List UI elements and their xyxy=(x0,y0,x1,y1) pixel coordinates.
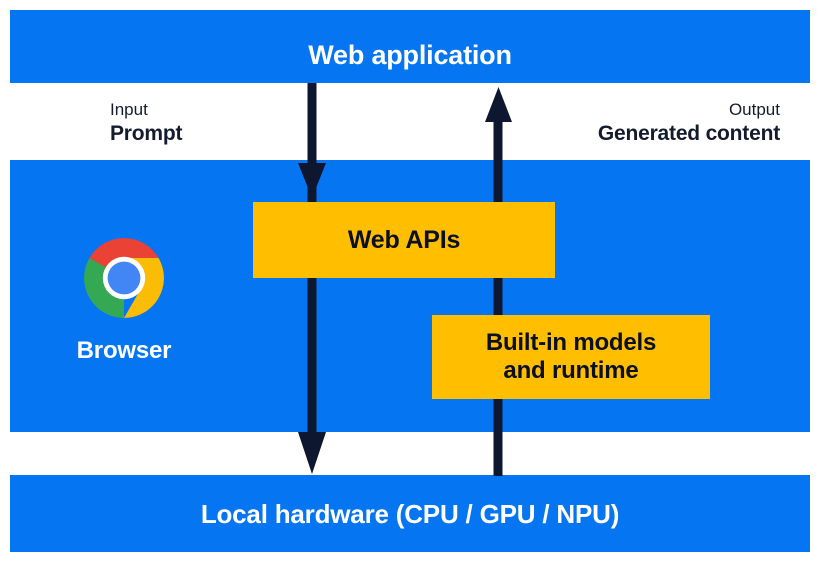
flow-input-kind: Input xyxy=(110,100,148,119)
flow-label-output: Output Generated content xyxy=(598,100,780,146)
box-builtin-models-line1: Built-in models xyxy=(485,329,657,357)
browser-group: Browser xyxy=(54,238,194,363)
band-browser-label: Browser xyxy=(76,337,172,364)
flow-output-value: Generated content xyxy=(597,121,780,145)
box-web-apis: Web APIs xyxy=(253,202,555,278)
flow-input-value: Prompt xyxy=(110,121,183,145)
band-local-hardware: Local hardware (CPU / GPU / NPU) xyxy=(10,475,810,552)
band-local-hardware-label: Local hardware (CPU / GPU / NPU) xyxy=(200,499,620,529)
flow-label-input: Input Prompt xyxy=(110,100,183,146)
flow-output-kind: Output xyxy=(728,100,780,119)
box-web-apis-label: Web APIs xyxy=(347,225,461,254)
chrome-logo-icon xyxy=(84,238,164,318)
band-web-application-label: Web application xyxy=(308,40,512,70)
box-builtin-models-line2: and runtime xyxy=(503,357,639,384)
band-web-application: Web application xyxy=(10,10,810,83)
